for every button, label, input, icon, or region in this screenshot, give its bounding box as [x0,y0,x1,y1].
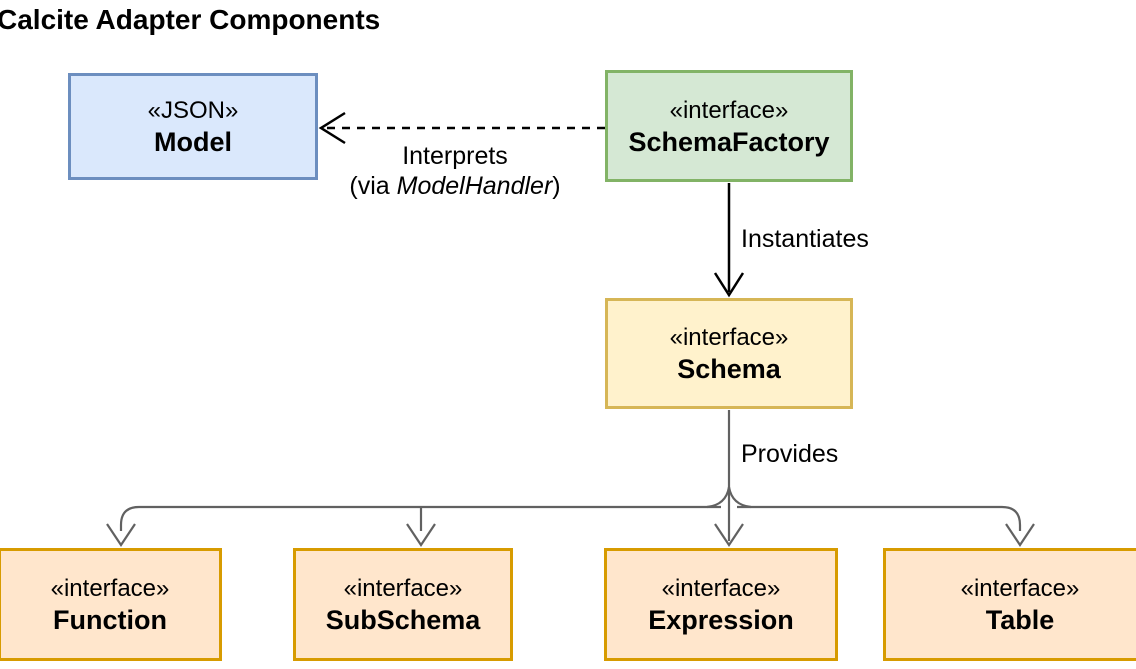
edge-provides-junction-left [706,486,731,509]
edge-provides-junction-right [727,486,752,509]
node-name: SchemaFactory [628,126,830,157]
node-expression: «interface» Expression [604,548,838,661]
node-stereotype: «JSON» [147,97,239,124]
node-schema: «interface» Schema [605,298,853,409]
node-table: «interface» Table [883,548,1136,661]
node-name: Function [53,605,167,635]
arrowhead-instantiates-icon [713,272,745,298]
arrowhead-table-icon [1005,523,1035,547]
node-stereotype: «interface» [669,96,789,124]
node-name: Expression [648,605,794,635]
node-stereotype: «interface» [960,575,1080,602]
edge-label-interprets: Interprets (via ModelHandler) [290,141,620,201]
node-stereotype: «interface» [50,575,170,602]
arrowhead-expression-icon [714,523,744,547]
node-name: SubSchema [325,605,481,635]
node-name: Table [985,605,1055,635]
edge-label-provides: Provides [741,440,839,468]
node-stereotype: «interface» [343,575,463,602]
node-name: Model [154,127,232,157]
node-stereotype: «interface» [669,324,789,351]
node-schema-factory: «interface» SchemaFactory [605,70,853,182]
edge-provides-to-function [119,505,721,531]
edge-label-interprets-line1: Interprets [402,142,508,170]
edge-label-instantiates: Instantiates [741,225,869,253]
arrowhead-subschema-icon [406,523,436,547]
edge-label-interprets-line2: (via ModelHandler) [349,172,561,200]
node-name: Schema [677,354,781,384]
arrowhead-interprets-icon [318,111,346,145]
diagram-title: Calcite Adapter Components [0,4,381,35]
node-stereotype: «interface» [661,575,781,602]
node-subschema: «interface» SubSchema [293,548,513,661]
node-model: «JSON» Model [68,73,318,180]
arrowhead-function-icon [106,523,136,547]
node-function: «interface» Function [0,548,222,661]
edge-provides-to-table [737,505,1022,531]
